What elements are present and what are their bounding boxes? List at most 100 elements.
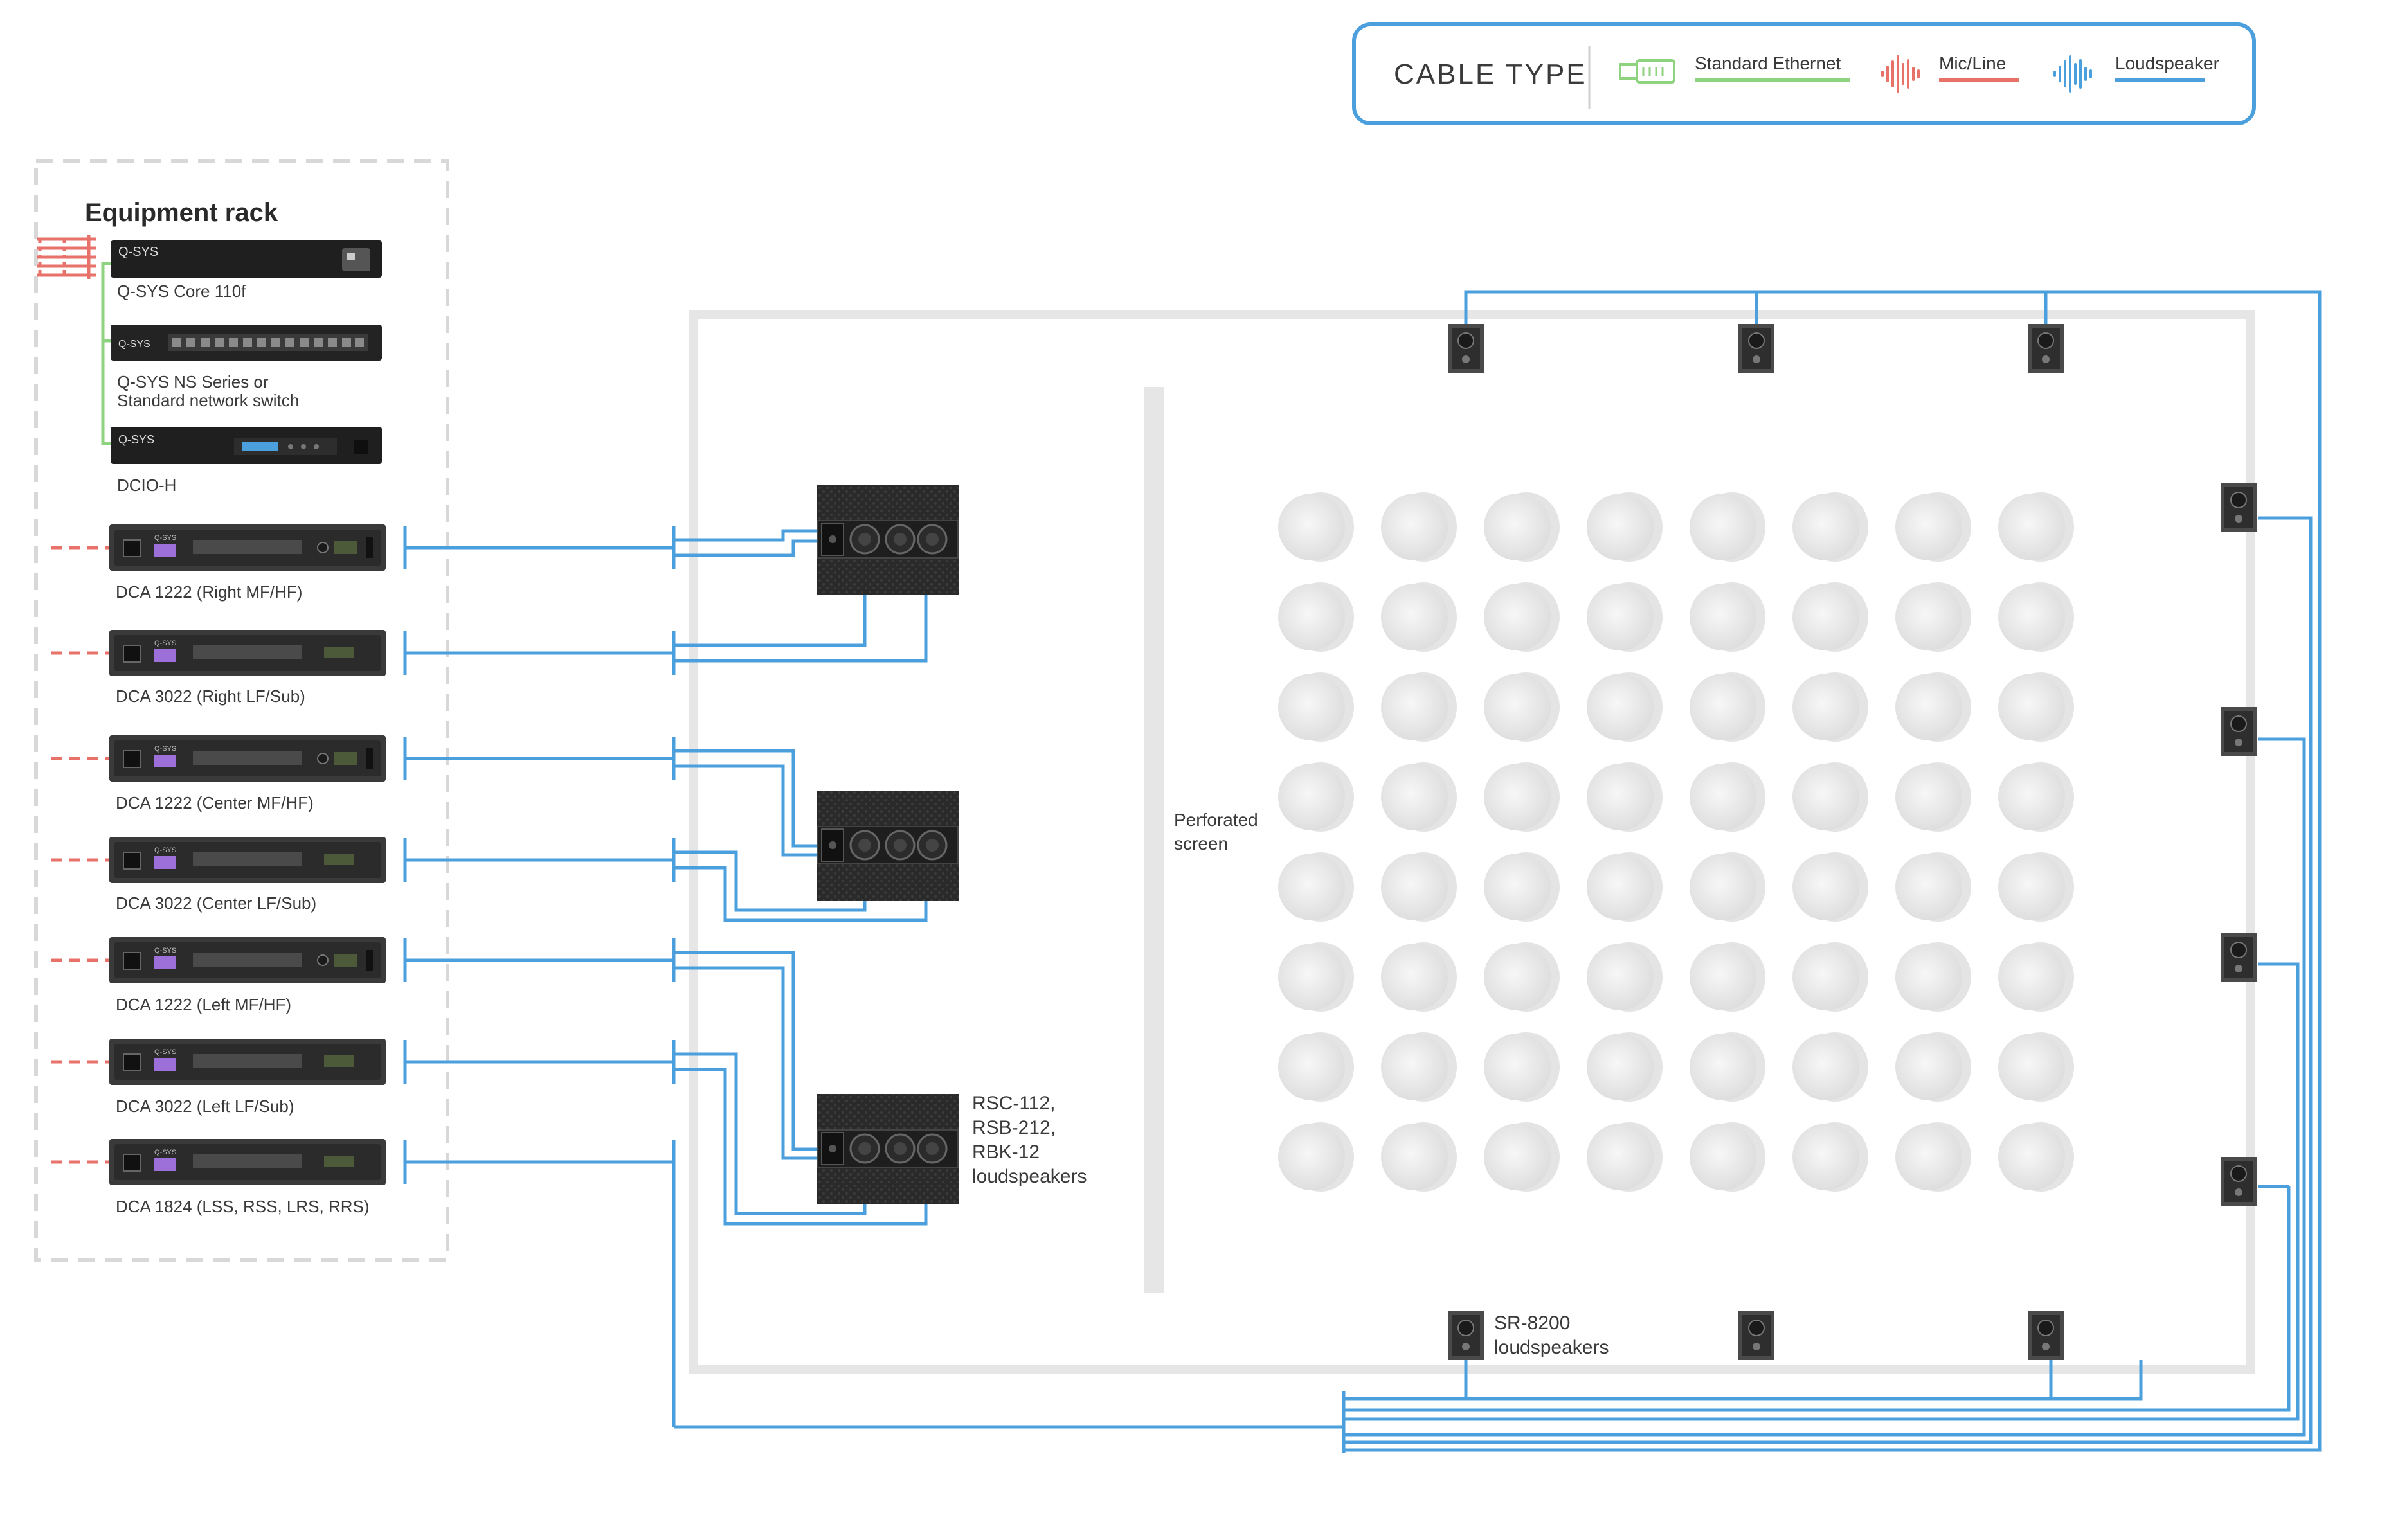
- legend-label-loudspeaker: Loudspeaker: [2115, 53, 2219, 73]
- seat: [1381, 942, 1457, 1012]
- seat: [1381, 1122, 1457, 1192]
- device-label-amp-3: DCA 1222 (Center MF/HF): [116, 793, 314, 812]
- seat: [1998, 672, 2074, 742]
- surround-speaker: [2028, 324, 2064, 373]
- amplifier-dca3022-center: Q-SYS: [51, 837, 386, 883]
- surround-speaker: [1738, 1311, 1774, 1360]
- seat: [1690, 582, 1765, 652]
- amplifier-dca1222-center: Q-SYS: [51, 735, 386, 782]
- perforated-screen: [1144, 387, 1164, 1293]
- surround-speaker: [1448, 1311, 1484, 1360]
- svg-text:RSB-212,: RSB-212,: [972, 1117, 1056, 1138]
- seat: [1792, 942, 1868, 1012]
- seat: [1278, 1032, 1354, 1102]
- mic-line-inputs: [37, 235, 96, 279]
- surround-speaker: [1448, 324, 1484, 373]
- seat: [1895, 762, 1971, 832]
- svg-text:RSC-112,: RSC-112,: [972, 1093, 1056, 1114]
- seat: [1792, 492, 1868, 562]
- seat: [1998, 942, 2074, 1012]
- device-label-amp-5: DCA 1222 (Left MF/HF): [116, 995, 291, 1014]
- seat: [1998, 1122, 2074, 1192]
- seat: [1690, 1122, 1765, 1192]
- screen-label-1: Perforated: [1174, 810, 1258, 830]
- seat: [1690, 942, 1765, 1012]
- network-switch-device: Q-SYS: [111, 325, 382, 361]
- device-label-dcio: DCIO-H: [117, 476, 176, 495]
- seat: [1792, 582, 1868, 652]
- seat: [1690, 672, 1765, 742]
- seat: [1998, 852, 2074, 922]
- seat: [1381, 672, 1457, 742]
- seat: [1895, 672, 1971, 742]
- seat: [1278, 492, 1354, 562]
- seat: [1381, 762, 1457, 832]
- svg-text:loudspeakers: loudspeakers: [1494, 1337, 1609, 1358]
- seat: [1381, 492, 1457, 562]
- seat: [1587, 762, 1663, 832]
- svg-text:Q-SYS: Q-SYS: [154, 640, 176, 647]
- seat: [1484, 942, 1560, 1012]
- seat: [1690, 492, 1765, 562]
- seat: [1690, 852, 1765, 922]
- surround-speaker: [2221, 933, 2257, 982]
- cable-type-legend: CABLE TYPE Standard Ethernet Mic/Line: [1352, 22, 2256, 125]
- surround-speaker: [2221, 1157, 2257, 1206]
- seat: [1484, 1032, 1560, 1102]
- seat: [1792, 762, 1868, 832]
- svg-text:Q-SYS: Q-SYS: [154, 1149, 176, 1156]
- seat: [1484, 852, 1560, 922]
- seat: [1792, 852, 1868, 922]
- qsys-core-device: Q-SYS: [111, 240, 382, 278]
- seat: [1278, 852, 1354, 922]
- seat: [1278, 1122, 1354, 1192]
- seat: [1895, 582, 1971, 652]
- surround-speaker: [2028, 1311, 2064, 1360]
- switch-ports: [172, 338, 364, 347]
- amplifier-dca3022-right: Q-SYS: [51, 630, 386, 676]
- seat: [1587, 1122, 1663, 1192]
- svg-text:Q-SYS: Q-SYS: [154, 846, 176, 854]
- theater-room: Perforated screen: [689, 310, 2255, 1374]
- seat: [1587, 1032, 1663, 1102]
- seat: [1895, 852, 1971, 922]
- seat: [1381, 582, 1457, 652]
- ethernet-plug-icon: [1619, 59, 1675, 84]
- seat: [1895, 942, 1971, 1012]
- svg-text:Q-SYS: Q-SYS: [154, 534, 176, 542]
- legend-title: CABLE TYPE: [1394, 58, 1587, 90]
- seat: [1792, 672, 1868, 742]
- screen-speakers-label: RSC-112, RSB-212, RBK-12 loudspeakers: [972, 1093, 1087, 1187]
- surround-speakers-label: SR-8200 loudspeakers: [1494, 1312, 1609, 1358]
- seat: [1484, 1122, 1560, 1192]
- device-label-amp-6: DCA 3022 (Left LF/Sub): [116, 1097, 294, 1116]
- legend-label-micline: Mic/Line: [1939, 53, 2006, 73]
- seat: [1998, 1032, 2074, 1102]
- svg-text:Q-SYS: Q-SYS: [118, 245, 158, 259]
- seating: [1278, 492, 2074, 1192]
- seat: [1278, 582, 1354, 652]
- seat: [1998, 492, 2074, 562]
- surround-speaker: [1738, 324, 1774, 373]
- svg-text:loudspeakers: loudspeakers: [972, 1166, 1087, 1187]
- seat: [1484, 582, 1560, 652]
- device-label-amp-4: DCA 3022 (Center LF/Sub): [116, 893, 316, 913]
- waveform-icon: [2053, 55, 2092, 93]
- device-label-amp-2: DCA 3022 (Right LF/Sub): [116, 686, 305, 706]
- rack-title: Equipment rack: [85, 199, 278, 227]
- seat: [1690, 762, 1765, 832]
- seat: [1587, 492, 1663, 562]
- seat: [1895, 1122, 1971, 1192]
- surround-speaker: [2221, 707, 2257, 756]
- seat: [1998, 582, 2074, 652]
- screen-speaker-right: [817, 485, 959, 595]
- amplifier-dca3022-left: Q-SYS: [51, 1039, 386, 1085]
- dcio-h-device: Q-SYS: [111, 427, 382, 464]
- seat: [1587, 942, 1663, 1012]
- legend-label-ethernet: Standard Ethernet: [1695, 53, 1841, 73]
- seat: [1484, 672, 1560, 742]
- device-label-amp-1: DCA 1222 (Right MF/HF): [116, 582, 302, 602]
- seat: [1792, 1122, 1868, 1192]
- svg-text:Q-SYS: Q-SYS: [154, 745, 176, 753]
